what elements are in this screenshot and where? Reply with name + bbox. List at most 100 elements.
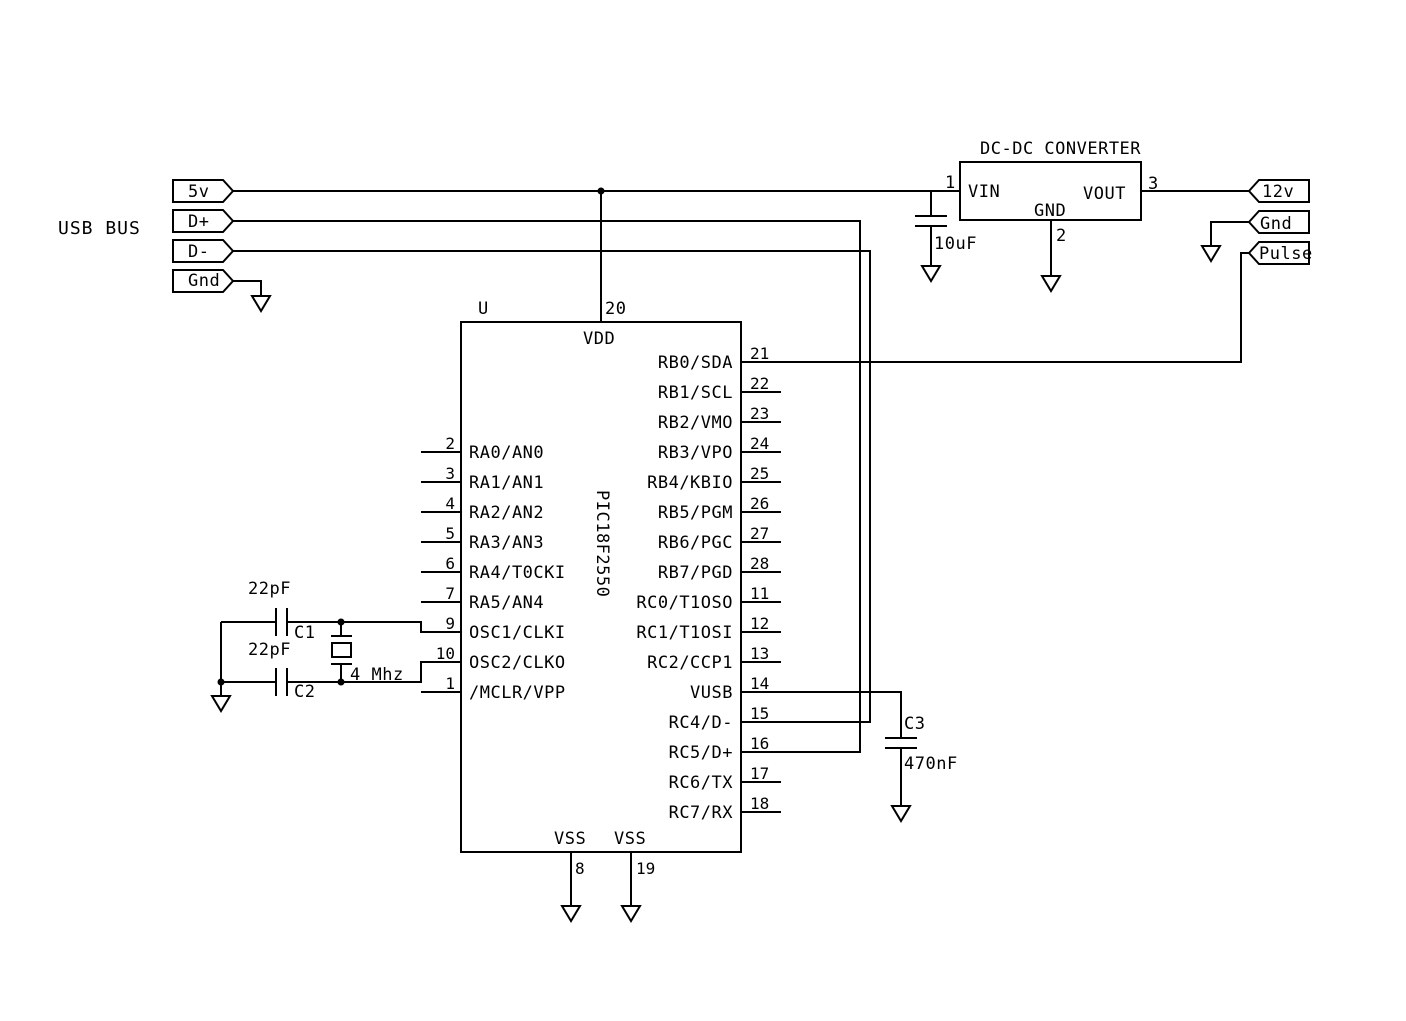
converter-vout-label: VOUT (1083, 184, 1126, 204)
cap-10uf-value: 10uF (934, 234, 977, 254)
pin-number: 10 (436, 644, 455, 663)
oscillator: 22pF C1 22pF C2 4 Mhz (210, 579, 461, 713)
pin-number: 27 (750, 524, 769, 543)
pin-number: 11 (750, 584, 769, 603)
pin-number: 15 (750, 704, 769, 723)
chip-pin-right: 27 RB6/PGC (658, 524, 781, 553)
chip-pin-left: 3 RA1/AN1 (421, 464, 544, 493)
pin-label: RB1/SCL (658, 383, 733, 403)
pin-number: 23 (750, 404, 769, 423)
pin-label: RB3/VPO (658, 443, 733, 463)
pin-number: 24 (750, 434, 769, 453)
pin-label: RA0/AN0 (469, 443, 544, 463)
capacitor-c3: C3 470nF (741, 691, 957, 823)
pin-number: 28 (750, 554, 769, 573)
usb-port-5v-label: 5v (188, 182, 209, 202)
pin-number: 25 (750, 464, 769, 483)
pin-label: OSC1/CLKI (469, 623, 566, 643)
pin-label: RC1/T1OSI (636, 623, 733, 643)
pin-label: RB5/PGM (658, 503, 733, 523)
pin-label: /MCLR/VPP (469, 683, 566, 703)
converter-vin-label: VIN (968, 182, 1000, 202)
ground-symbol (890, 805, 912, 823)
pin-label: VUSB (690, 683, 733, 703)
ground-symbol (1200, 245, 1222, 263)
usb-port-dplus: D+ (172, 209, 235, 233)
pin-label: RB7/PGD (658, 563, 733, 583)
usb-bus: USB BUS 5v D+ D- Gnd (58, 179, 272, 313)
pin-number: 6 (445, 554, 455, 573)
pin-number: 17 (750, 764, 769, 783)
usb-port-dminus: D- (172, 239, 235, 263)
crystal-value: 4 Mhz (350, 665, 404, 685)
pin-label: OSC2/CLKO (469, 653, 566, 673)
wire-dplus (233, 220, 861, 753)
pin-number: 14 (750, 674, 769, 693)
chip-vss-label: VSS (614, 829, 646, 849)
pin-label: RB0/SDA (658, 353, 733, 373)
ground-symbol (1040, 275, 1062, 293)
chip-pin-right: 14 VUSB (690, 674, 781, 703)
pin-number: 1 (445, 674, 455, 693)
usb-port-dplus-label: D+ (188, 212, 209, 232)
ground-symbol (620, 905, 642, 923)
pin-label: RC2/CCP1 (647, 653, 733, 673)
chip-pin-right: 24 RB3/VPO (658, 434, 781, 463)
chip-pin-left: 6 RA4/T0CKI (421, 554, 566, 583)
usb-port-gnd-label: Gnd (188, 271, 220, 291)
wires (233, 187, 1249, 753)
converter-gnd-label: GND (1034, 201, 1066, 221)
chip-body (460, 321, 742, 853)
chip-pin-right: 23 RB2/VMO (658, 404, 781, 433)
usb-bus-title: USB BUS (58, 218, 141, 239)
pin-label: RA1/AN1 (469, 473, 544, 493)
pin-number: 7 (445, 584, 455, 603)
chip-pin-right: 11 RC0/T1OSO (636, 584, 781, 613)
output-ports: 12v Gnd Pulse (1200, 179, 1312, 265)
c2-ref: C2 (294, 682, 315, 702)
chip-pin-right: 18 RC7/RX (669, 794, 781, 823)
pin-number: 4 (445, 494, 455, 513)
usb-port-5v: 5v (172, 179, 235, 203)
c2-value: 22pF (248, 640, 291, 660)
pin-number: 18 (750, 794, 769, 813)
pin-number: 5 (445, 524, 455, 543)
converter-pin-gnd: 2 (1056, 226, 1067, 246)
chip-pin-right: 21 RB0/SDA (658, 344, 781, 373)
converter-pin-vout: 3 (1148, 174, 1159, 194)
usb-port-gnd: Gnd (172, 269, 235, 293)
chip-pin-left: 1/MCLR/VPP (421, 674, 566, 703)
pin-label: RC7/RX (669, 803, 734, 823)
port-12v-label: 12v (1262, 182, 1294, 202)
ground-symbol (920, 265, 942, 283)
port-pulse: Pulse (1247, 241, 1312, 265)
pin-number: 3 (445, 464, 455, 483)
pin-label: RC0/T1OSO (636, 593, 733, 613)
chip-vss-label: VSS (554, 829, 586, 849)
pin-label: RA4/T0CKI (469, 563, 566, 583)
chip-vdd-label: VDD (583, 329, 615, 349)
ground-symbol (210, 695, 232, 713)
wire-pulse (741, 252, 1249, 363)
ground-symbol (560, 905, 582, 923)
pin-label: RB6/PGC (658, 533, 733, 553)
c3-ref: C3 (904, 714, 925, 734)
chip-pin-left: 10 OSC2/CLKO (421, 644, 566, 673)
chip-vdd-pin: 20 (605, 299, 626, 319)
pin-number: 21 (750, 344, 769, 363)
chip-ref: U (478, 299, 489, 319)
pin-label: RB2/VMO (658, 413, 733, 433)
usb-gnd-wire (233, 280, 262, 296)
wire-dminus (233, 250, 871, 723)
